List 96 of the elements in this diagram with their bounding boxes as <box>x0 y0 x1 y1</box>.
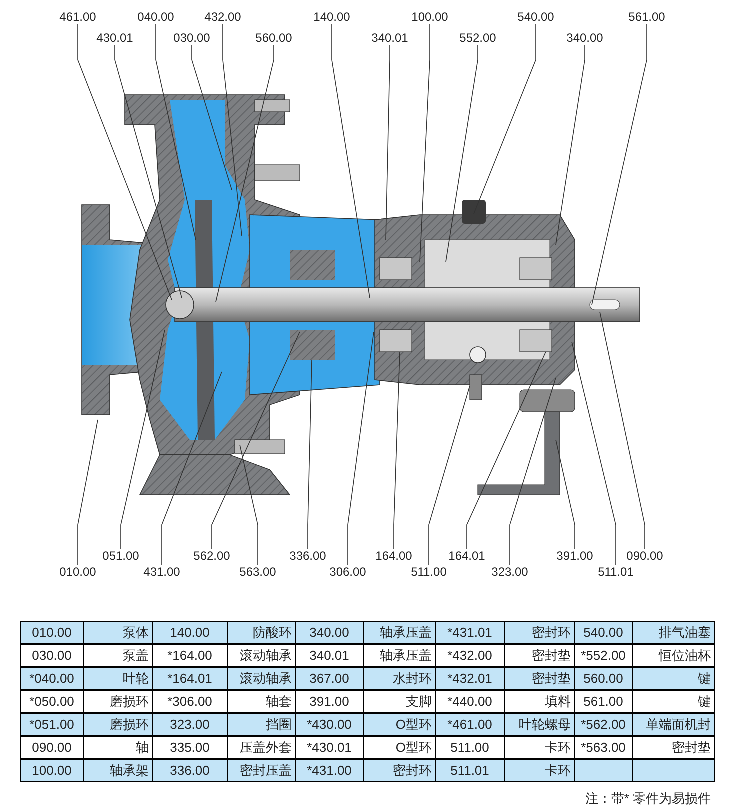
table-cell: *552.00 <box>574 644 633 667</box>
table-cell: *164.01 <box>152 667 228 690</box>
table-cell: 560.00 <box>574 667 633 690</box>
table-cell: 压盖外套 <box>227 736 296 759</box>
table-cell: 卡环 <box>504 736 575 759</box>
leader-line <box>474 24 536 214</box>
table-cell: 323.00 <box>152 713 228 736</box>
leader-line <box>308 360 312 550</box>
table-cell: 泵盖 <box>83 644 153 667</box>
leader-line <box>420 24 430 262</box>
leader-line <box>466 352 546 550</box>
leader-line <box>556 440 576 550</box>
table-cell: *431.01 <box>435 621 505 644</box>
leader-line <box>78 420 98 566</box>
table-cell: 100.00 <box>20 759 84 782</box>
table-cell: 367.00 <box>295 667 364 690</box>
table-cell: *562.00 <box>574 713 633 736</box>
table-cell: *306.00 <box>152 690 228 713</box>
table-cell: 磨损环 <box>83 713 153 736</box>
table-cell: 030.00 <box>20 644 84 667</box>
leader-line <box>240 444 258 566</box>
leader-line <box>78 24 172 300</box>
table-cell: 叶轮 <box>83 667 153 690</box>
leader-line <box>222 24 242 236</box>
table-cell: *461.00 <box>435 713 505 736</box>
leader-line <box>428 386 470 566</box>
table-cell: 140.00 <box>152 621 228 644</box>
table-cell: 轴承架 <box>83 759 153 782</box>
table-cell: 轴承压盖 <box>363 644 436 667</box>
leader-line <box>156 24 196 240</box>
table-cell: 滚动轴承 <box>227 644 296 667</box>
table-cell: 轴 <box>83 736 153 759</box>
table-cell: 335.00 <box>152 736 228 759</box>
table-cell: 340.00 <box>295 621 364 644</box>
table-cell: 511.00 <box>435 736 505 759</box>
table-cell: 滚动轴承 <box>227 667 296 690</box>
footnote: 注：带* 零件为易损件 <box>585 790 711 808</box>
leader-line <box>114 44 182 298</box>
table-cell: *432.00 <box>435 644 505 667</box>
table-cell: 挡圈 <box>227 713 296 736</box>
table-cell: O型环 <box>363 713 436 736</box>
table-cell: *431.00 <box>295 759 364 782</box>
table-cell: 键 <box>632 690 715 713</box>
leader-line <box>556 44 586 246</box>
table-cell: 轴套 <box>227 690 296 713</box>
table-cell: *040.00 <box>20 667 84 690</box>
leader-line <box>162 372 222 566</box>
table-cell: 水封环 <box>363 667 436 690</box>
table-cell: 561.00 <box>574 690 633 713</box>
table-cell: 密封环 <box>504 621 575 644</box>
leader-line <box>192 44 232 190</box>
leader-line <box>510 378 556 566</box>
leader-line <box>386 44 390 240</box>
table-cell: 密封垫 <box>504 667 575 690</box>
table-cell: *432.01 <box>435 667 505 690</box>
leader-line <box>572 342 616 566</box>
table-cell: 叶轮螺母 <box>504 713 575 736</box>
table-cell: O型环 <box>363 736 436 759</box>
table-cell: 填料 <box>504 690 575 713</box>
table-cell: 磨损环 <box>83 690 153 713</box>
table-cell: *050.00 <box>20 690 84 713</box>
table-cell: *440.00 <box>435 690 505 713</box>
leader-line <box>600 312 646 550</box>
leader-line <box>394 352 400 550</box>
table-cell: *430.01 <box>295 736 364 759</box>
leader-line <box>446 44 478 262</box>
table-cell: 010.00 <box>20 621 84 644</box>
table-cell: 恒位油杯 <box>632 644 715 667</box>
leader-line <box>592 24 648 306</box>
table-cell: 密封垫 <box>504 644 575 667</box>
table-cell: *164.00 <box>152 644 228 667</box>
table-cell: 轴承压盖 <box>363 621 436 644</box>
table-cell: 密封环 <box>363 759 436 782</box>
table-cell: *563.00 <box>574 736 633 759</box>
leader-line <box>332 24 370 298</box>
table-cell: 511.01 <box>435 759 505 782</box>
table-cell: 单端面机封 <box>632 713 715 736</box>
table-cell: 391.00 <box>295 690 364 713</box>
table-cell: *430.00 <box>295 713 364 736</box>
table-cell: 密封垫 <box>632 736 715 759</box>
table-cell: 密封压盖 <box>227 759 296 782</box>
table-cell: 排气油塞 <box>632 621 715 644</box>
table-cell: 键 <box>632 667 715 690</box>
table-cell: 卡环 <box>504 759 575 782</box>
leader-line <box>120 330 166 550</box>
table-cell: 防酸环 <box>227 621 296 644</box>
table-cell: 336.00 <box>152 759 228 782</box>
table-cell: 支脚 <box>363 690 436 713</box>
table-cell: 540.00 <box>574 621 633 644</box>
table-cell: *051.00 <box>20 713 84 736</box>
table-cell: 泵体 <box>83 621 153 644</box>
leader-line <box>348 332 374 566</box>
leader-line <box>212 332 300 550</box>
table-cell: 340.01 <box>295 644 364 667</box>
table-cell: 090.00 <box>20 736 84 759</box>
leader-line <box>216 44 274 302</box>
